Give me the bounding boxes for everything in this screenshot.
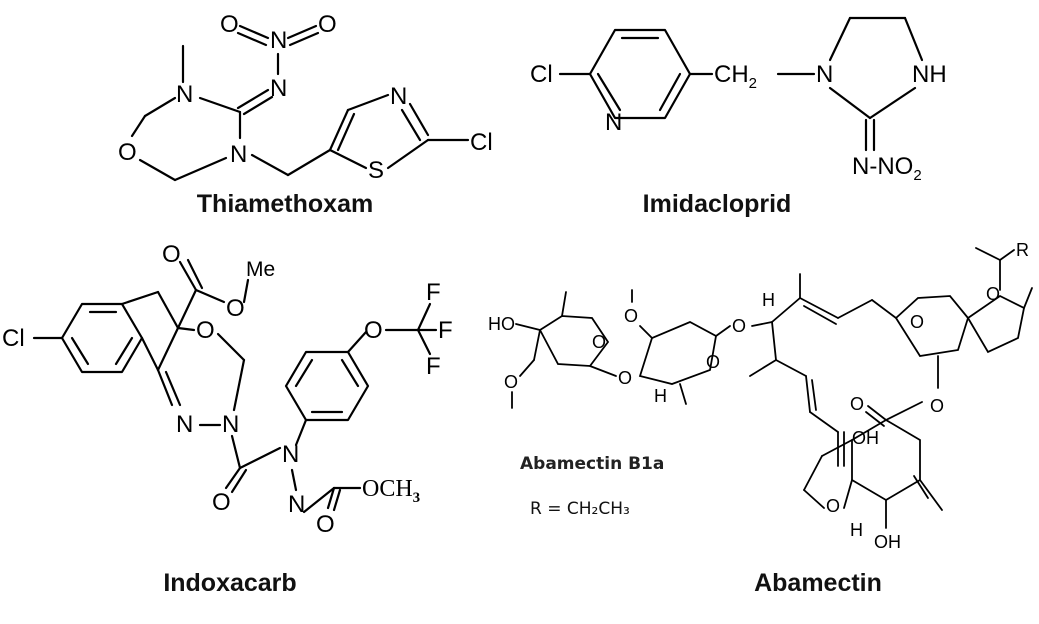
abamectin-variant-label: Abamectin B1a [520, 454, 664, 474]
atom-h: H [654, 386, 667, 406]
atom-n: N [605, 109, 622, 136]
abamectin-r-group-label: R = CH₂CH₃ [530, 499, 630, 519]
atom-o: O [364, 317, 383, 344]
atom-f: F [426, 279, 441, 306]
atom-o: O [592, 332, 606, 352]
atom-nh: NH [912, 61, 947, 88]
atom-o: O [196, 317, 215, 344]
atom-n: N [230, 141, 247, 168]
atom-o: O [706, 352, 720, 372]
atom-o: O [850, 394, 864, 414]
compound-name-imidacloprid: Imidacloprid [643, 190, 792, 218]
abamectin-structure: HO O O O O O H O H [488, 240, 1033, 552]
atom-oh: OH [874, 532, 901, 552]
compound-name-abamectin: Abamectin [754, 569, 882, 597]
group-och3: OCH3 [362, 476, 420, 506]
atom-ho: HO [488, 314, 515, 334]
atom-o: O [226, 295, 245, 322]
atom-o: O [910, 312, 924, 332]
atom-n: N [176, 81, 193, 108]
imidacloprid-structure: Cl N CH2 N NH N-NO2 [530, 16, 947, 184]
atom-o: O [162, 241, 181, 268]
atom-cl: Cl [2, 325, 25, 352]
atom-f: F [438, 317, 453, 344]
atom-n: N [222, 411, 239, 438]
atom-o: O [316, 511, 335, 538]
thiamethoxam-structure: O N O N N N O N S Cl [118, 11, 493, 184]
atom-h: H [850, 520, 863, 540]
atom-oh: OH [852, 428, 879, 448]
atom-o: O [986, 284, 1000, 304]
atom-n: N [816, 61, 833, 88]
atom-o: O [618, 368, 632, 388]
atom-r: R [1016, 240, 1029, 260]
atom-o: O [624, 306, 638, 326]
indoxacarb-structure: Cl O O Me O N N O N [2, 241, 453, 538]
atom-o: O [318, 11, 337, 38]
atom-n: N [176, 411, 193, 438]
atom-s: S [368, 157, 384, 184]
atom-f: F [426, 353, 441, 380]
atom-n: N [288, 491, 305, 518]
atom-n: N [390, 83, 407, 110]
group-n-no2: N-NO2 [852, 153, 922, 184]
atom-o: O [930, 396, 944, 416]
atom-o: O [826, 496, 840, 516]
atom-h: H [762, 290, 775, 310]
atom-o: O [118, 139, 137, 166]
atom-n: N [270, 75, 287, 102]
group-ch2: CH2 [714, 61, 757, 92]
atom-cl: Cl [470, 129, 493, 156]
compound-name-indoxacarb: Indoxacarb [163, 569, 296, 597]
atom-n: N [282, 441, 299, 468]
compound-name-thiamethoxam: Thiamethoxam [197, 190, 373, 218]
atom-n: N [270, 27, 287, 54]
atom-o: O [504, 372, 518, 392]
atom-cl: Cl [530, 61, 553, 88]
atom-o: O [732, 316, 746, 336]
atom-o: O [212, 489, 231, 516]
atom-o: O [220, 11, 239, 38]
group-me: Me [246, 258, 275, 281]
